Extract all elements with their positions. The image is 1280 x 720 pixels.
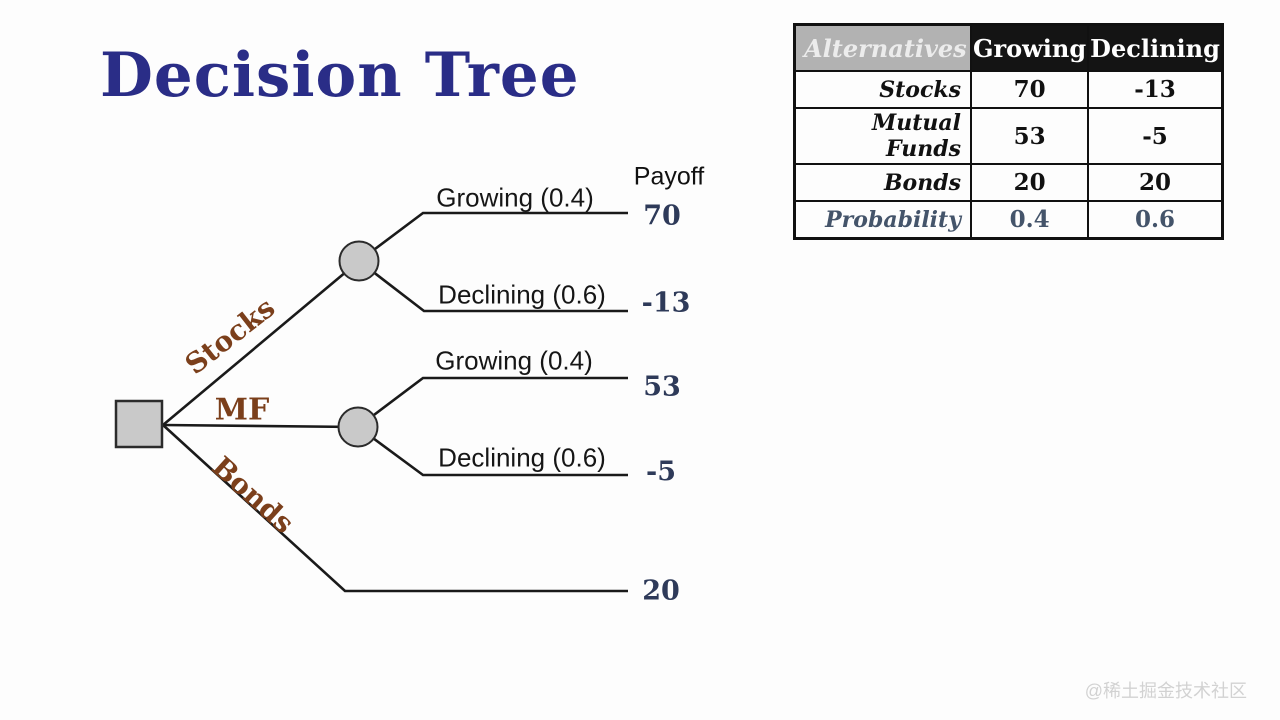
payoff-value-stocks-declining: -13: [641, 287, 691, 319]
outcome-label-mf-growing: Growing (0.4): [435, 345, 593, 376]
watermark: @稀土掘金技术社区: [1084, 681, 1247, 701]
cell-mutual-funds-growing: 53: [969, 107, 1090, 165]
table-header-alternatives: Alternatives: [793, 23, 972, 72]
cell-stocks-declining: -13: [1087, 70, 1224, 109]
branch-line-stocks-declining: [358, 259, 628, 313]
table-header-row: Alternatives Growing Declining: [793, 23, 1224, 72]
branch-label-mf: MF: [214, 392, 270, 428]
table-row-stocks: Stocks 70 -13: [793, 70, 1224, 109]
table-row-bonds: Bonds 20 20: [793, 163, 1224, 202]
cell-mutual-funds-declining: -5: [1087, 107, 1224, 165]
decision-node-square: [114, 399, 164, 449]
payoff-column-header: Payoff: [633, 162, 705, 191]
branch-line-stocks: [162, 260, 360, 426]
payoff-value-stocks-growing: 70: [643, 200, 681, 232]
branch-line-bonds: [162, 424, 628, 593]
table-header-declining: Declining: [1087, 23, 1224, 72]
outcome-label-stocks-growing: Growing (0.4): [436, 182, 594, 213]
row-label-probability: Probability: [793, 200, 972, 240]
payoff-table: Alternatives Growing Declining Stocks 70…: [793, 23, 1224, 240]
outcome-label-mf-declining: Declining (0.6): [438, 442, 606, 473]
cell-stocks-growing: 70: [969, 70, 1090, 109]
table-row-probability: Probability 0.4 0.6: [793, 200, 1224, 240]
cell-bonds-growing: 20: [969, 163, 1090, 202]
cell-probability-declining: 0.6: [1087, 200, 1224, 240]
row-label-stocks: Stocks: [793, 70, 972, 109]
chance-node-circle-mf: [337, 406, 379, 448]
branch-line-mf-growing: [357, 376, 628, 429]
payoff-value-bonds: 20: [642, 575, 680, 607]
branch-line-stocks-growing: [358, 211, 628, 263]
row-label-bonds: Bonds: [793, 163, 972, 202]
branch-line-mf: [162, 423, 359, 429]
branch-line-mf-declining: [357, 425, 628, 477]
table-header-growing: Growing: [969, 23, 1090, 72]
chance-node-circle-stocks: [338, 240, 380, 282]
row-label-mutual-funds: Mutual Funds: [793, 107, 972, 165]
outcome-label-stocks-declining: Declining (0.6): [438, 279, 606, 310]
table-row-mutual-funds: Mutual Funds 53 -5: [793, 107, 1224, 165]
cell-bonds-declining: 20: [1087, 163, 1224, 202]
cell-probability-growing: 0.4: [969, 200, 1090, 240]
payoff-value-mf-growing: 53: [643, 371, 681, 403]
page-title: Decision Tree: [100, 40, 580, 111]
payoff-value-mf-declining: -5: [646, 456, 676, 488]
